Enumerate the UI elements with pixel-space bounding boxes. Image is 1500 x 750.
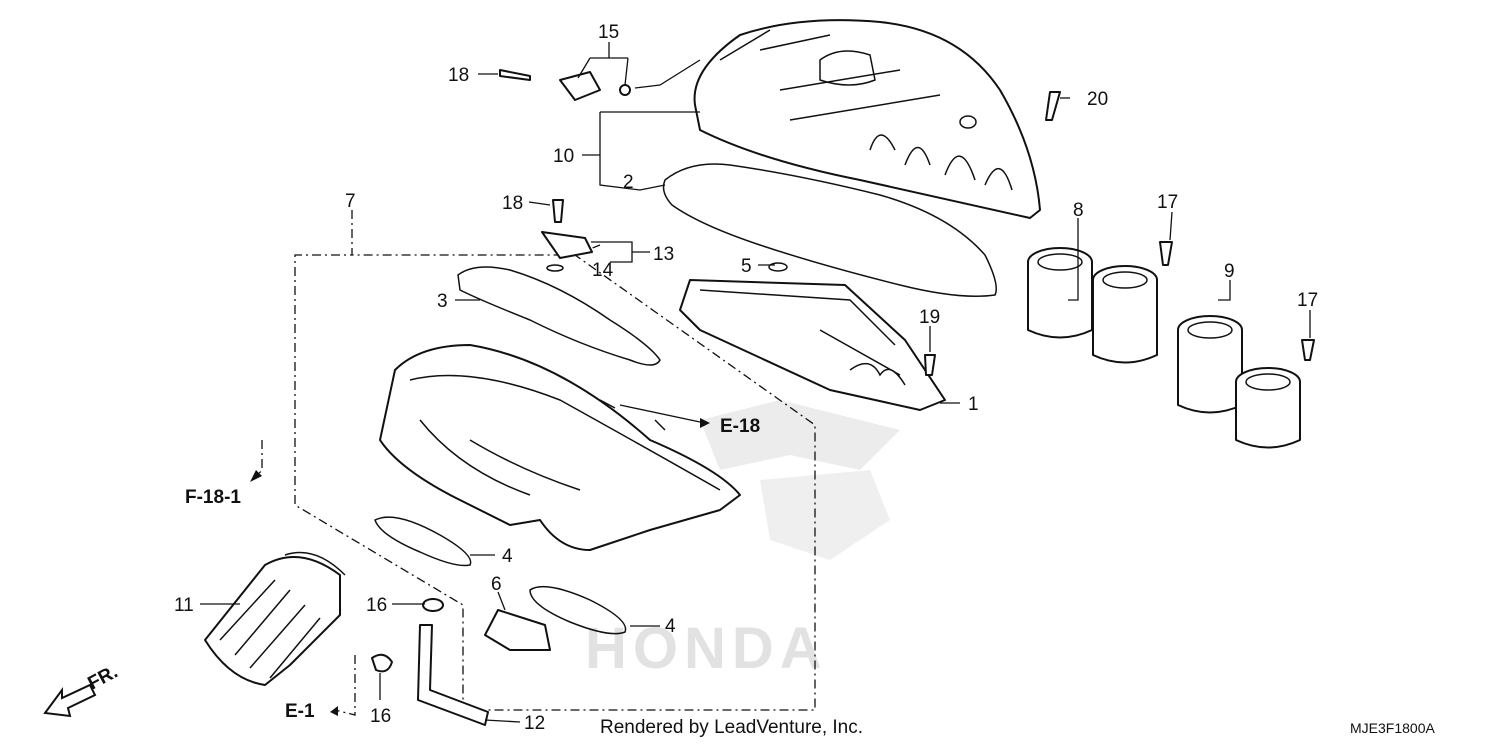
screw-18-lower	[552, 199, 564, 223]
callout-20: 20	[1087, 89, 1108, 110]
callout-17-lower: 17	[1297, 290, 1318, 311]
bolt-19	[924, 354, 936, 376]
o-ring-5	[768, 262, 788, 272]
callout-11: 11	[174, 595, 194, 616]
callout-7: 7	[345, 191, 356, 212]
bolt-17-lower	[1301, 339, 1315, 361]
callout-2: 2	[623, 172, 634, 193]
part-6-plate	[484, 609, 551, 651]
diagram-code: MJE3F1800A	[1350, 720, 1435, 736]
clip-16-upper	[422, 598, 444, 612]
sensor-13	[541, 231, 593, 272]
air-cleaner-case	[379, 344, 741, 551]
intake-duct	[204, 551, 346, 686]
callout-16-lower: 16	[370, 706, 391, 727]
callout-17-upper: 17	[1157, 192, 1178, 213]
callout-13: 13	[653, 244, 674, 265]
clip-16-lower	[371, 653, 393, 673]
bolt-17-upper	[1159, 241, 1173, 266]
ref-f-18-1: F-18-1	[185, 487, 241, 508]
callout-4-upper: 4	[502, 546, 513, 567]
leader-lines	[200, 42, 1311, 723]
sensor-15	[559, 71, 631, 101]
credit-text: Rendered by LeadVenture, Inc.	[600, 717, 863, 738]
screw-18-upper	[499, 69, 531, 81]
callout-4-lower: 4	[665, 616, 676, 637]
air-filter-element	[679, 279, 946, 411]
watermark-text: HONDA	[585, 616, 828, 681]
callout-1: 1	[968, 394, 979, 415]
honda-watermark: HONDA	[585, 400, 900, 681]
drain-tube	[417, 624, 489, 726]
callout-5: 5	[741, 256, 752, 277]
callout-6: 6	[491, 574, 502, 595]
callout-19: 19	[919, 307, 940, 328]
callout-9: 9	[1224, 261, 1235, 282]
funnel-set-8	[1027, 247, 1158, 364]
bolt-20	[1045, 91, 1061, 121]
callout-numbers: 1 2 3 4 4 5 6 7 8 9 10 11 12 13 14 15 16…	[174, 22, 1318, 734]
callout-15: 15	[598, 22, 619, 43]
gasket-4-lower	[529, 585, 627, 635]
reference-labels: E-18 F-18-1 E-1	[185, 416, 760, 722]
callout-18-lower: 18	[502, 193, 523, 214]
gasket-3	[457, 266, 661, 366]
callout-10: 10	[553, 146, 574, 167]
callout-16-upper: 16	[366, 595, 387, 616]
funnel-set-9	[1177, 315, 1301, 449]
gasket-2	[662, 163, 997, 297]
callout-8: 8	[1073, 200, 1084, 221]
air-cleaner-upper-cover	[693, 19, 1041, 219]
ref-e-18: E-18	[720, 416, 760, 437]
callout-3: 3	[437, 291, 448, 312]
gasket-4-upper	[374, 516, 472, 567]
callout-14: 14	[592, 260, 614, 281]
front-direction-arrow: FR.	[43, 662, 121, 718]
ref-e-1: E-1	[285, 701, 315, 722]
callout-12: 12	[524, 713, 545, 734]
callout-18-upper: 18	[448, 65, 469, 86]
